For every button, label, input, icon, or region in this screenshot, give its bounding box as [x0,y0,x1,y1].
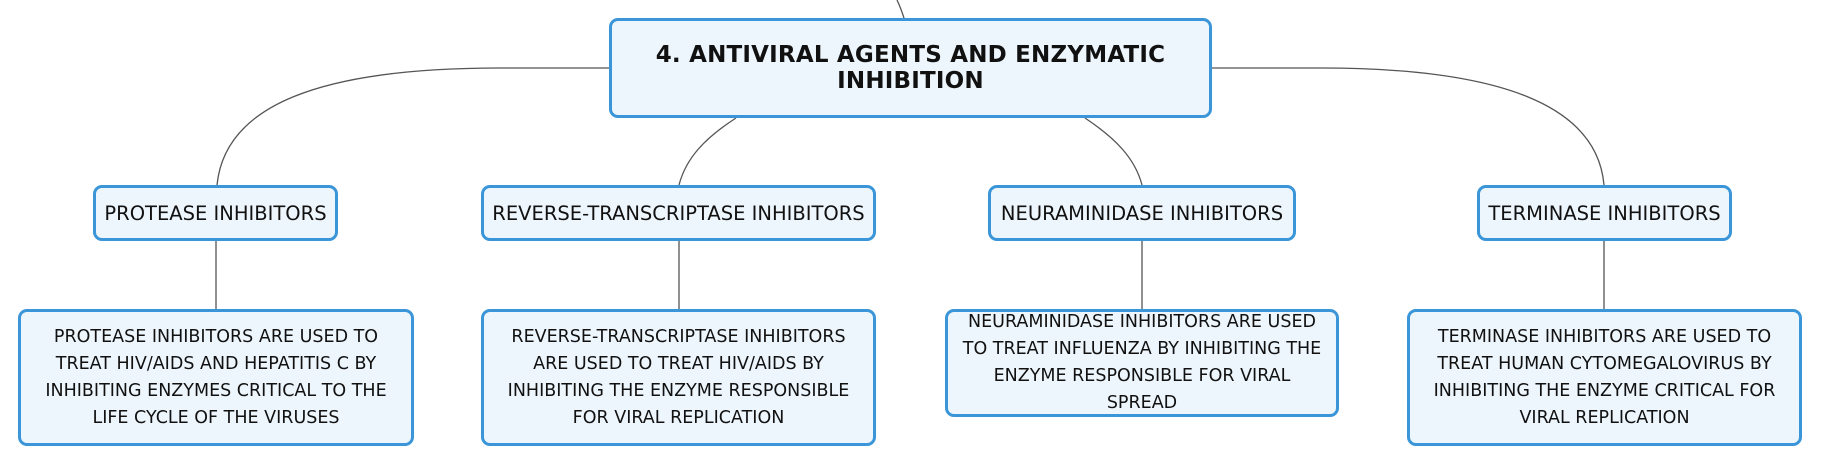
branch-node-protease-inhibitors[interactable]: PROTEASE INHIBITORS [93,185,338,241]
root-node[interactable]: 4. ANTIVIRAL AGENTS AND ENZYMATIC INHIBI… [609,18,1212,118]
connector-root-terminase [1212,67,1605,186]
branch-node-neuraminidase-inhibitors[interactable]: NEURAMINIDASE INHIBITORS [988,185,1296,241]
branch-label: TERMINASE INHIBITORS [1488,201,1721,225]
branch-label: PROTEASE INHIBITORS [104,201,327,225]
leaf-text: PROTEASE INHIBITORS ARE USED TO TREAT HI… [45,326,387,428]
leaf-text: NEURAMINIDASE INHIBITORS ARE USED TO TRE… [962,312,1322,413]
leaf-node-neuraminidase-description[interactable]: NEURAMINIDASE INHIBITORS ARE USED TO TRE… [945,309,1339,417]
branch-node-terminase-inhibitors[interactable]: TERMINASE INHIBITORS [1477,185,1732,241]
branch-node-reverse-transcriptase-inhibitors[interactable]: REVERSE-TRANSCRIPTASE INHIBITORS [481,185,876,241]
leaf-text: TERMINASE INHIBITORS ARE USED TO TREAT H… [1433,326,1776,428]
branch-label: REVERSE-TRANSCRIPTASE INHIBITORS [492,201,865,225]
parent-connector [896,0,905,19]
connector-root-neuraminidase [1084,117,1143,186]
branch-label: NEURAMINIDASE INHIBITORS [1000,201,1284,225]
leaf-node-terminase-description[interactable]: TERMINASE INHIBITORS ARE USED TO TREAT H… [1407,309,1802,446]
leaf-node-reverse-transcriptase-description[interactable]: REVERSE-TRANSCRIPTASE INHIBITORS ARE USE… [481,309,876,446]
leaf-node-protease-description[interactable]: PROTEASE INHIBITORS ARE USED TO TREAT HI… [18,309,414,446]
connector-root-protease [216,67,609,186]
root-title: 4. ANTIVIRAL AGENTS AND ENZYMATIC INHIBI… [655,42,1166,94]
connector-root-reverse-transcriptase [678,117,737,186]
leaf-text: REVERSE-TRANSCRIPTASE INHIBITORS ARE USE… [507,326,850,428]
